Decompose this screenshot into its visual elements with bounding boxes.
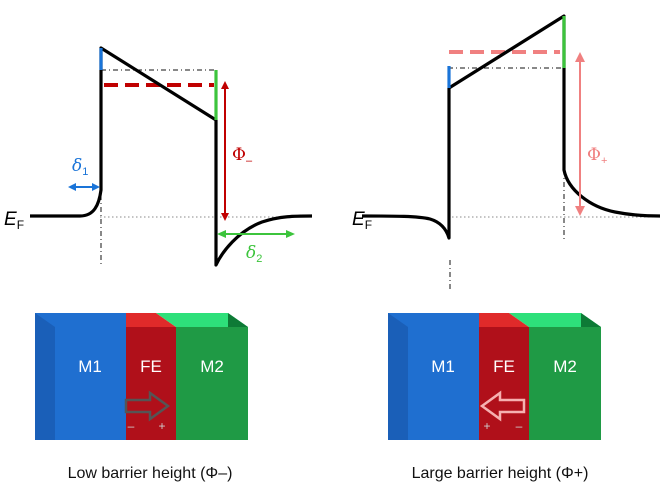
left-m2-block [176, 327, 248, 440]
left-pol-sign-plus: + [158, 419, 165, 433]
left-delta1-arrow [68, 183, 100, 191]
left-caption: Low barrier height (Φ–) [68, 465, 233, 482]
right-m1-bevel [388, 313, 408, 440]
right-m1-label: M1 [431, 357, 455, 376]
left-fe-block [126, 327, 176, 440]
left-band-diagram: Φ– δ1 δ2 EF [4, 46, 313, 267]
right-m2-block [529, 327, 601, 440]
left-ef-label: EF [4, 209, 24, 232]
left-m2-top [156, 313, 248, 327]
left-fe-label: FE [140, 357, 162, 376]
left-delta2-arrow [217, 230, 295, 238]
right-ef-label: EF [352, 209, 372, 232]
right-pol-sign-minus: – [516, 419, 523, 433]
left-delta1-label: δ1 [72, 156, 88, 178]
left-m2-label: M2 [200, 357, 224, 376]
right-block-stack: M1 FE M2 + – [388, 313, 601, 440]
left-polarization-arrow-right [124, 390, 171, 422]
left-phi-label: Φ– [232, 145, 253, 167]
right-band-diagram: Φ+ EF [352, 14, 661, 290]
left-m1-bevel [35, 313, 55, 440]
right-phi-label: Φ+ [587, 145, 607, 167]
right-band-profile [361, 14, 661, 240]
left-m1-label: M1 [78, 357, 102, 376]
left-pol-sign-minus: – [128, 419, 135, 433]
left-band-profile [30, 46, 313, 267]
right-m2-label: M2 [553, 357, 577, 376]
right-caption: Large barrier height (Φ+) [412, 465, 589, 482]
left-delta2-label: δ2 [246, 243, 262, 265]
right-phi-arrow [575, 52, 585, 216]
right-fe-label: FE [493, 357, 515, 376]
right-fe-block [479, 327, 529, 440]
right-m2-top [509, 313, 601, 327]
right-pol-sign-plus: + [483, 419, 490, 433]
right-polarization-arrow-left [479, 390, 526, 422]
left-block-stack: M1 FE M2 – + [35, 313, 248, 440]
